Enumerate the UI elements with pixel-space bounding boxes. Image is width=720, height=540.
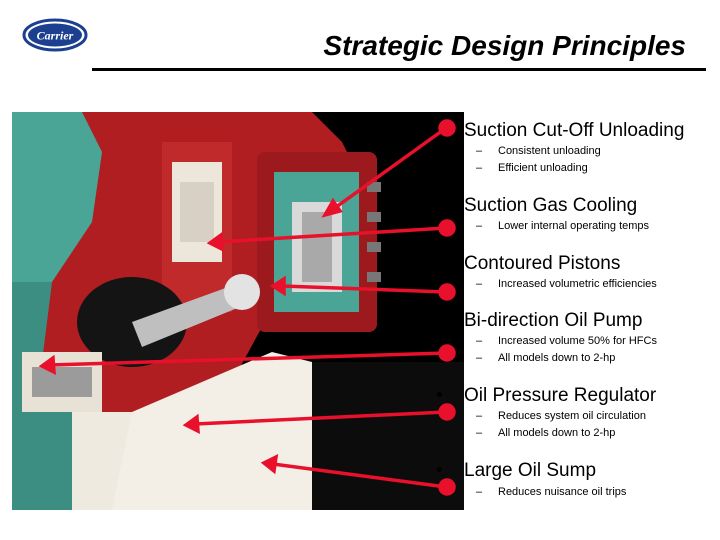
bullet-marker: • — [436, 310, 443, 331]
sub-item-text: Increased volumetric efficiencies — [498, 278, 657, 290]
bullet-text: Bi-direction Oil Pump — [464, 310, 643, 331]
dash-marker: – — [476, 410, 483, 422]
sub-item-text: Reduces nuisance oil trips — [498, 486, 627, 498]
bullet-text: Contoured Pistons — [464, 253, 621, 274]
dash-marker: – — [476, 220, 483, 232]
sub-item: – All models down to 2-hp — [476, 427, 615, 439]
dash-marker: – — [476, 352, 483, 364]
bullet-contoured-pistons: • Contoured Pistons — [436, 253, 620, 275]
title-underline — [92, 68, 706, 71]
bullet-large-oil-sump: • Large Oil Sump — [436, 460, 596, 482]
bullet-text: Oil Pressure Regulator — [464, 385, 657, 406]
dash-marker: – — [476, 335, 483, 347]
bullet-suction-cut-off-unloading: Suction Cut-Off Unloading — [436, 120, 684, 142]
dash-marker: – — [476, 427, 483, 439]
bullet-marker: • — [436, 253, 443, 274]
bullet-text: Suction Gas Cooling — [464, 195, 638, 216]
sub-item-text: Efficient unloading — [498, 162, 588, 174]
sub-item: – Increased volumetric efficiencies — [476, 278, 657, 290]
sub-item: – Increased volume 50% for HFCs — [476, 335, 657, 347]
sub-item-text: Lower internal operating temps — [498, 220, 650, 232]
logo-text: Carrier — [37, 29, 74, 43]
bullet-marker: • — [436, 195, 443, 216]
bullet-marker: • — [436, 460, 443, 481]
carrier-logo: Carrier — [22, 18, 88, 52]
sub-item-text: Increased volume 50% for HFCs — [498, 335, 657, 347]
bullet-text: Suction Cut-Off Unloading — [464, 120, 685, 141]
sub-item: – All models down to 2-hp — [476, 352, 615, 364]
page-title: Strategic Design Principles — [323, 30, 686, 61]
bullet-oil-pressure-regulator: • Oil Pressure Regulator — [436, 385, 656, 407]
sub-item: – Consistent unloading — [476, 145, 601, 157]
sub-item-text: Consistent unloading — [498, 145, 601, 157]
compressor-cutaway-image — [12, 112, 464, 510]
sub-item-text: Reduces system oil circulation — [498, 410, 646, 422]
sub-item: – Efficient unloading — [476, 162, 588, 174]
dash-marker: – — [476, 162, 483, 174]
sub-item: – Reduces nuisance oil trips — [476, 486, 626, 498]
dash-marker: – — [476, 486, 483, 498]
sub-item-text: All models down to 2-hp — [498, 352, 616, 364]
bullet-marker: • — [436, 385, 443, 406]
bullet-suction-gas-cooling: • Suction Gas Cooling — [436, 195, 637, 217]
sub-item-text: All models down to 2-hp — [498, 427, 616, 439]
dash-marker: – — [476, 145, 483, 157]
sub-item: – Reduces system oil circulation — [476, 410, 646, 422]
bullet-text: Large Oil Sump — [464, 460, 597, 481]
bullet-bi-direction-oil-pump: • Bi-direction Oil Pump — [436, 310, 642, 332]
sub-item: – Lower internal operating temps — [476, 220, 649, 232]
dash-marker: – — [476, 278, 483, 290]
